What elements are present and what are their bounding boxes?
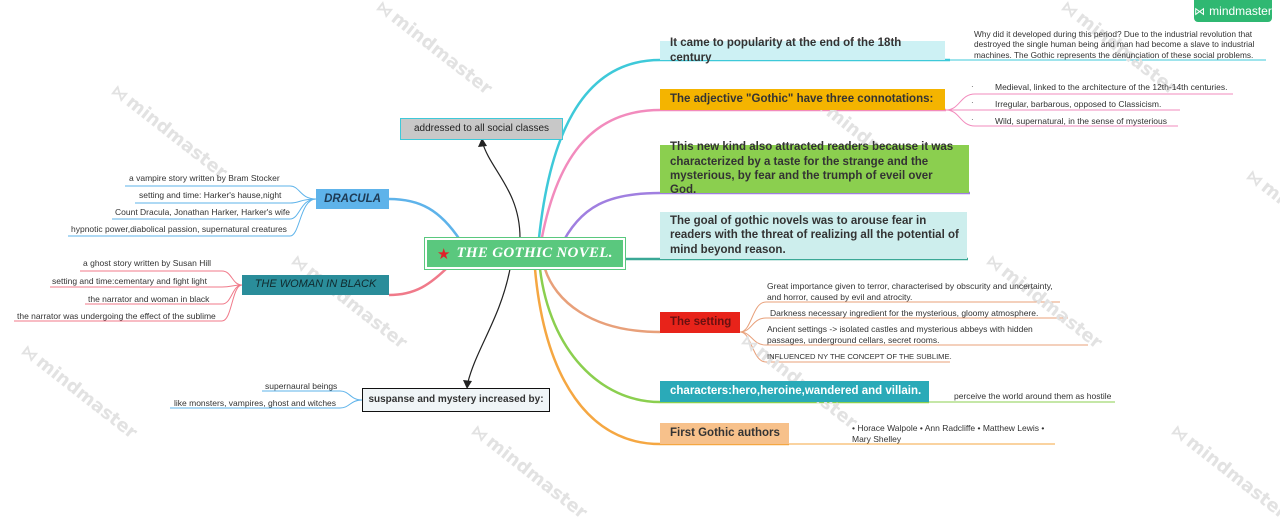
topic-setting-label: The setting <box>670 316 732 329</box>
woman-item: a ghost story written by Susan Hill <box>83 258 212 268</box>
brand-label: mindmaster <box>1209 4 1272 18</box>
popularity-note: Why did it developed during this period?… <box>974 29 1255 60</box>
topic-authors-label: First Gothic authors <box>670 427 780 440</box>
topic-suspense-label: suspanse and mystery increased by: <box>368 393 544 405</box>
topic-woman-in-black-label: THE WOMAN IN BLACK <box>254 278 377 291</box>
adjective-item: Medieval, linked to the architecture of … <box>995 82 1228 92</box>
setting-item: Great importance given to terror, charac… <box>767 281 1053 302</box>
topic-authors[interactable]: First Gothic authors <box>660 423 789 444</box>
topic-characters[interactable]: characters:hero,heroine,wandered and vil… <box>660 381 929 402</box>
setting-item: Darkness necessary ingredient for the my… <box>770 308 1039 318</box>
central-topic-label: THE GOTHIC NOVEL. <box>456 245 613 261</box>
topic-adjective[interactable]: The adjective "Gothic" have three connot… <box>660 89 945 110</box>
topic-goal-label: The goal of gothic novels was to arouse … <box>670 214 959 256</box>
adjective-item: Wild, supernatural, in the sense of myst… <box>995 116 1167 126</box>
dracula-item: hypnotic power,diabolical passion, super… <box>71 224 287 234</box>
authors-note: • Horace Walpole • Ann Radcliffe • Matth… <box>852 423 1045 444</box>
characters-note: perceive the world around them as hostil… <box>954 391 1112 401</box>
topic-social-classes-label: addressed to all social classes <box>413 122 550 134</box>
woman-item: setting and time:cementary and fight lig… <box>52 276 207 286</box>
topic-adjective-label: The adjective "Gothic" have three connot… <box>670 93 934 106</box>
topic-setting[interactable]: The setting <box>660 312 740 333</box>
topic-social-classes[interactable]: addressed to all social classes <box>400 118 563 140</box>
suspense-item: supernaural beings <box>265 381 338 391</box>
setting-item: INFLUENCED NY THE CONCEPT OF THE SUBLIME… <box>767 352 952 361</box>
topic-characters-label: characters:hero,heroine,wandered and vil… <box>670 385 922 398</box>
woman-item: the narrator was undergoing the effect o… <box>17 311 216 321</box>
suspense-item: like monsters, vampires, ghost and witch… <box>174 398 337 408</box>
topic-goal[interactable]: The goal of gothic novels was to arouse … <box>660 212 967 259</box>
mindmaster-logo-icon: ⋈ <box>1194 4 1206 18</box>
woman-item: the narrator and woman in black <box>88 294 210 304</box>
adjective-item: Irregular, barbarous, opposed to Classic… <box>995 99 1162 109</box>
dracula-item: Count Dracula, Jonathan Harker, Harker's… <box>115 207 291 217</box>
topic-popularity[interactable]: It came to popularity at the end of the … <box>660 37 945 64</box>
dracula-item: a vampire story written by Bram Stocker <box>129 173 280 183</box>
bullet-icon: · <box>971 115 974 124</box>
star-icon: ★ <box>437 245 451 263</box>
mindmaster-badge[interactable]: ⋈ mindmaster <box>1194 0 1272 22</box>
topic-popularity-label: It came to popularity at the end of the … <box>670 37 902 64</box>
central-topic[interactable]: ★ THE GOTHIC NOVEL. <box>425 238 625 269</box>
topic-dracula[interactable]: DRACULA <box>316 189 389 209</box>
topic-woman-in-black[interactable]: THE WOMAN IN BLACK <box>242 275 389 295</box>
dracula-item: setting and time: Harker's hause,night <box>139 190 282 200</box>
topic-readers-label: This new kind also attracted readers bec… <box>670 141 954 197</box>
topic-dracula-label: DRACULA <box>324 192 381 205</box>
connector-lines <box>14 58 1266 446</box>
bullet-icon: · <box>971 98 974 107</box>
setting-item: Ancient settings -> isolated castles and… <box>767 324 1033 345</box>
topic-readers[interactable]: This new kind also attracted readers bec… <box>660 141 969 196</box>
topic-suspense[interactable]: suspanse and mystery increased by: <box>362 388 550 412</box>
bullet-icon: · <box>971 82 974 91</box>
